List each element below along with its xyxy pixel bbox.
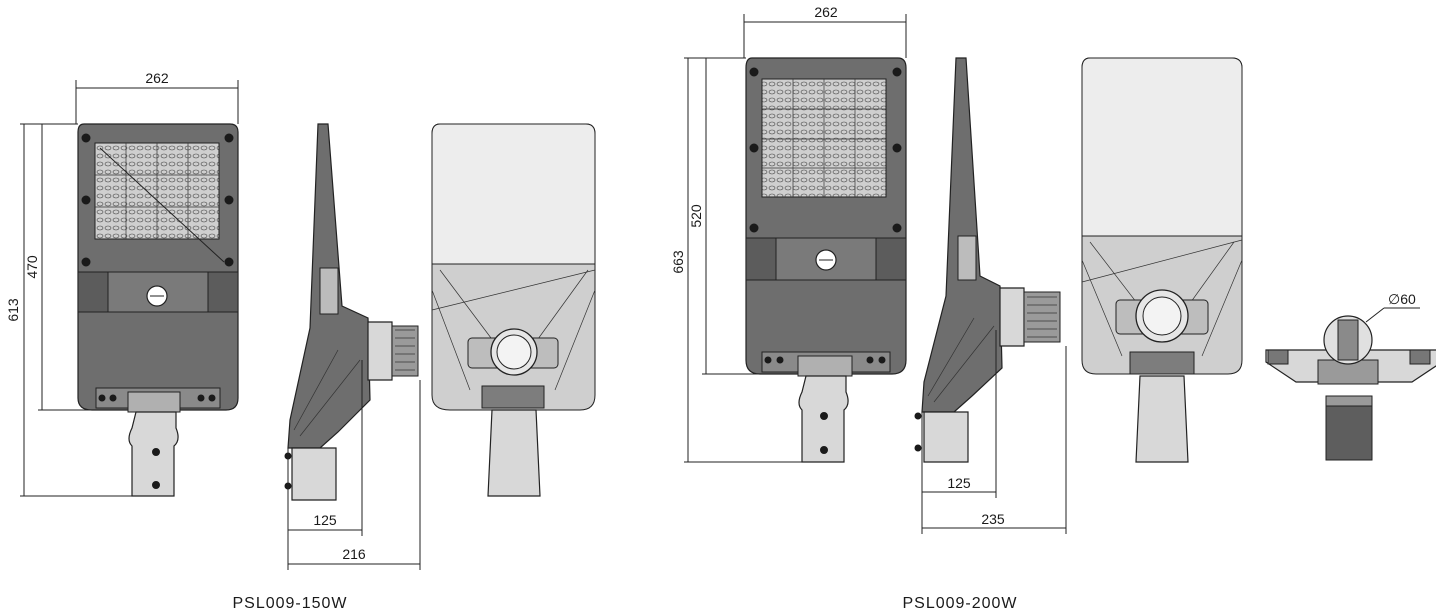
- side-view-200w: [914, 57, 1061, 463]
- dim-body-height-200w: 520: [688, 204, 704, 228]
- caption-150w: PSL009-150W: [232, 595, 347, 612]
- dimension-lines-200w: [684, 14, 1067, 534]
- front-view-150w: [77, 123, 239, 497]
- top-view-200w: [1265, 307, 1436, 461]
- dim-total-height-200w: 663: [670, 250, 686, 274]
- dim-body-height-150w: 470: [24, 255, 40, 279]
- caption-200w: PSL009-200W: [902, 595, 1017, 612]
- dim-width-150w: 262: [145, 70, 169, 86]
- dim-total-height-150w: 613: [5, 298, 21, 322]
- dim-side-outer-200w: 235: [981, 511, 1005, 527]
- dim-diameter-200w: ∅60: [1388, 291, 1416, 307]
- group-150w: 262 613 470 125 216 PSL009-150W: [5, 70, 596, 612]
- dim-side-inner-200w: 125: [947, 475, 971, 491]
- side-view-150w: [284, 123, 419, 501]
- group-200w: 262 663 520 125 235 ∅60 PSL009-200W: [670, 4, 1436, 612]
- back-view-150w: [431, 123, 596, 497]
- back-view-200w: [1081, 57, 1243, 463]
- dim-width-200w: 262: [814, 4, 838, 20]
- dim-side-inner-150w: 125: [313, 512, 337, 528]
- front-view-200w: [745, 57, 907, 463]
- dim-side-outer-150w: 216: [342, 546, 366, 562]
- dimension-lines-150w: [20, 80, 421, 570]
